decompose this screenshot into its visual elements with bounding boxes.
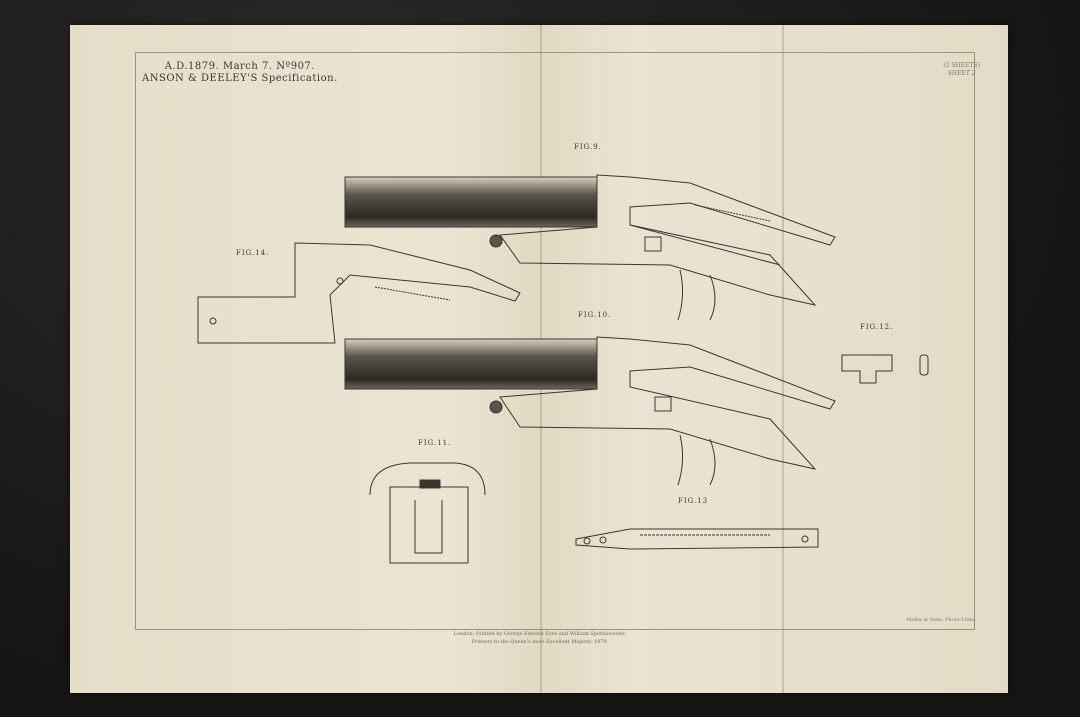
fig9-gun-action	[345, 175, 835, 320]
fig14-action-detail	[198, 243, 520, 343]
mechanical-drawings	[70, 25, 1008, 693]
lithographer-credit: Malby & Sons, Photo-Litho.	[906, 617, 976, 623]
fig13-slide	[576, 529, 818, 549]
footer-line-1: London: Printed by George Edward Eyre an…	[430, 630, 650, 638]
fig12-part	[842, 355, 928, 383]
footer-line-2: Printers to the Queen's most Excellent M…	[430, 638, 650, 646]
patent-sheet: A.D.1879. March 7. Nº907. ANSON & DEELEY…	[70, 25, 1008, 693]
fig11-cross-section	[370, 463, 485, 563]
printer-footer: London: Printed by George Edward Eyre an…	[430, 630, 650, 646]
